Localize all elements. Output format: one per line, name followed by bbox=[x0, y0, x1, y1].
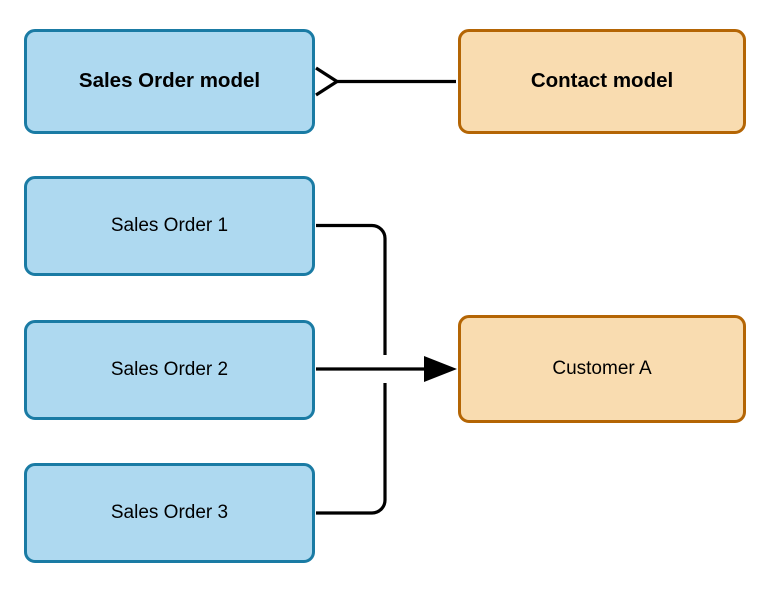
crows-foot-prong-upper bbox=[315, 66, 338, 83]
node-customer-a[interactable]: Customer A bbox=[458, 315, 746, 423]
node-sales-order-2[interactable]: Sales Order 2 bbox=[24, 320, 315, 420]
node-sales-order-3[interactable]: Sales Order 3 bbox=[24, 463, 315, 563]
edge-sales-order-1-to-customer-a bbox=[316, 223, 387, 355]
arrowhead-into-customer-a bbox=[424, 356, 457, 382]
node-sales-order-1[interactable]: Sales Order 1 bbox=[24, 176, 315, 276]
node-sales-order-2-label: Sales Order 2 bbox=[110, 358, 229, 380]
node-sales-order-1-label: Sales Order 1 bbox=[110, 214, 229, 236]
node-sales-order-3-label: Sales Order 3 bbox=[110, 501, 229, 523]
node-sales-order-model-label: Sales Order model bbox=[78, 69, 261, 93]
node-customer-a-label: Customer A bbox=[552, 357, 652, 379]
node-sales-order-model[interactable]: Sales Order model bbox=[24, 29, 315, 134]
edge-sales-order-3-to-customer-a bbox=[316, 383, 387, 515]
edge-model-relationship bbox=[315, 66, 456, 97]
node-contact-model[interactable]: Contact model bbox=[458, 29, 746, 134]
node-contact-model-label: Contact model bbox=[530, 69, 674, 93]
crows-foot-prong-lower bbox=[315, 80, 338, 97]
